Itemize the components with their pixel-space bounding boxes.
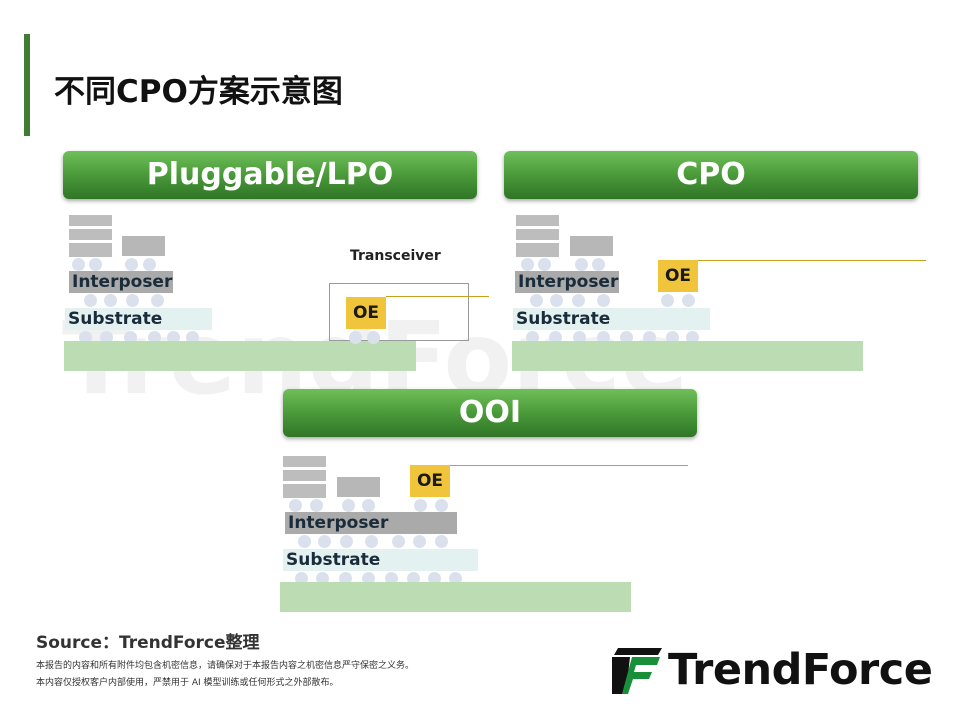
- ooi-banner: OOI: [283, 389, 697, 437]
- bga-ball: [573, 331, 586, 344]
- c4-bump: [104, 294, 117, 307]
- bga-ball: [526, 331, 539, 344]
- oe-bump: [682, 294, 695, 307]
- title-accent-bar: [24, 34, 30, 136]
- oe-bump: [349, 331, 362, 344]
- memory-chip: [283, 481, 326, 501]
- processor-chip: [570, 236, 613, 256]
- c4-bump: [572, 294, 585, 307]
- optical-engine: OE: [658, 260, 698, 292]
- substrate-layer: Substrate: [513, 308, 710, 330]
- pluggable-banner: Pluggable/LPO: [63, 151, 477, 199]
- oe-bump: [367, 331, 380, 344]
- c4-bump: [435, 535, 448, 548]
- page-title: 不同CPO方案示意图: [54, 74, 343, 110]
- optical-fiber: [386, 296, 489, 297]
- bga-ball: [186, 331, 199, 344]
- c4-bump: [298, 535, 311, 548]
- bga-ball: [124, 331, 137, 344]
- micro-bump: [362, 499, 375, 512]
- micro-bump: [143, 258, 156, 271]
- pcb-board: [280, 582, 631, 612]
- c4-bump: [151, 294, 164, 307]
- bga-ball: [449, 572, 462, 585]
- substrate-layer: Substrate: [65, 308, 212, 330]
- bga-ball: [339, 572, 352, 585]
- bga-ball: [79, 331, 92, 344]
- pcb-board: [64, 341, 416, 371]
- bga-ball: [666, 331, 679, 344]
- c4-bump: [550, 294, 563, 307]
- bga-ball: [167, 331, 180, 344]
- oe-bump: [661, 294, 674, 307]
- c4-bump: [84, 294, 97, 307]
- bga-ball: [407, 572, 420, 585]
- bga-ball: [549, 331, 562, 344]
- disclaimer-line-2: 本内容仅授权客户内部使用，严禁用于 AI 模型训练或任何形式之外部散布。: [36, 678, 339, 688]
- disclaimer-line-1: 本报告的内容和所有附件均包含机密信息，请确保对于本报告内容之机密信息严守保密之义…: [36, 661, 415, 671]
- c4-bump: [392, 535, 405, 548]
- interposer-layer: Interposer: [69, 271, 173, 293]
- bga-ball: [148, 331, 161, 344]
- optical-engine: OE: [346, 297, 386, 329]
- memory-chip: [69, 240, 112, 260]
- micro-bump: [342, 499, 355, 512]
- c4-bump: [597, 294, 610, 307]
- processor-chip: [337, 477, 380, 497]
- c4-bump: [318, 535, 331, 548]
- transceiver-module: [329, 283, 469, 341]
- c4-bump: [126, 294, 139, 307]
- bga-ball: [643, 331, 656, 344]
- micro-bump: [521, 258, 534, 271]
- interposer-layer: Interposer: [515, 271, 619, 293]
- micro-bump: [414, 499, 427, 512]
- cpo-banner: CPO: [504, 151, 918, 199]
- micro-bump: [435, 499, 448, 512]
- bga-ball: [686, 331, 699, 344]
- micro-bump: [125, 258, 138, 271]
- bga-ball: [385, 572, 398, 585]
- optical-fiber: [450, 465, 688, 466]
- micro-bump: [89, 258, 102, 271]
- micro-bump: [575, 258, 588, 271]
- bga-ball: [362, 572, 375, 585]
- memory-chip: [516, 240, 559, 260]
- micro-bump: [289, 499, 302, 512]
- micro-bump: [72, 258, 85, 271]
- bga-ball: [100, 331, 113, 344]
- interposer-layer: Interposer: [285, 512, 457, 534]
- bga-ball: [295, 572, 308, 585]
- pcb-board: [512, 341, 863, 371]
- optical-fiber: [698, 260, 926, 261]
- micro-bump: [310, 499, 323, 512]
- optical-engine: OE: [410, 465, 450, 497]
- substrate-layer: Substrate: [283, 549, 478, 571]
- bga-ball: [428, 572, 441, 585]
- processor-chip: [122, 236, 165, 256]
- trendforce-logo: TrendForce: [668, 645, 933, 695]
- c4-bump: [413, 535, 426, 548]
- c4-bump: [365, 535, 378, 548]
- micro-bump: [592, 258, 605, 271]
- bga-ball: [620, 331, 633, 344]
- trendforce-logo-icon: [612, 648, 662, 694]
- c4-bump: [340, 535, 353, 548]
- micro-bump: [538, 258, 551, 271]
- bga-ball: [597, 331, 610, 344]
- bga-ball: [316, 572, 329, 585]
- source-note: Source：TrendForce整理: [36, 633, 260, 653]
- transceiver-label: Transceiver: [350, 248, 441, 264]
- c4-bump: [530, 294, 543, 307]
